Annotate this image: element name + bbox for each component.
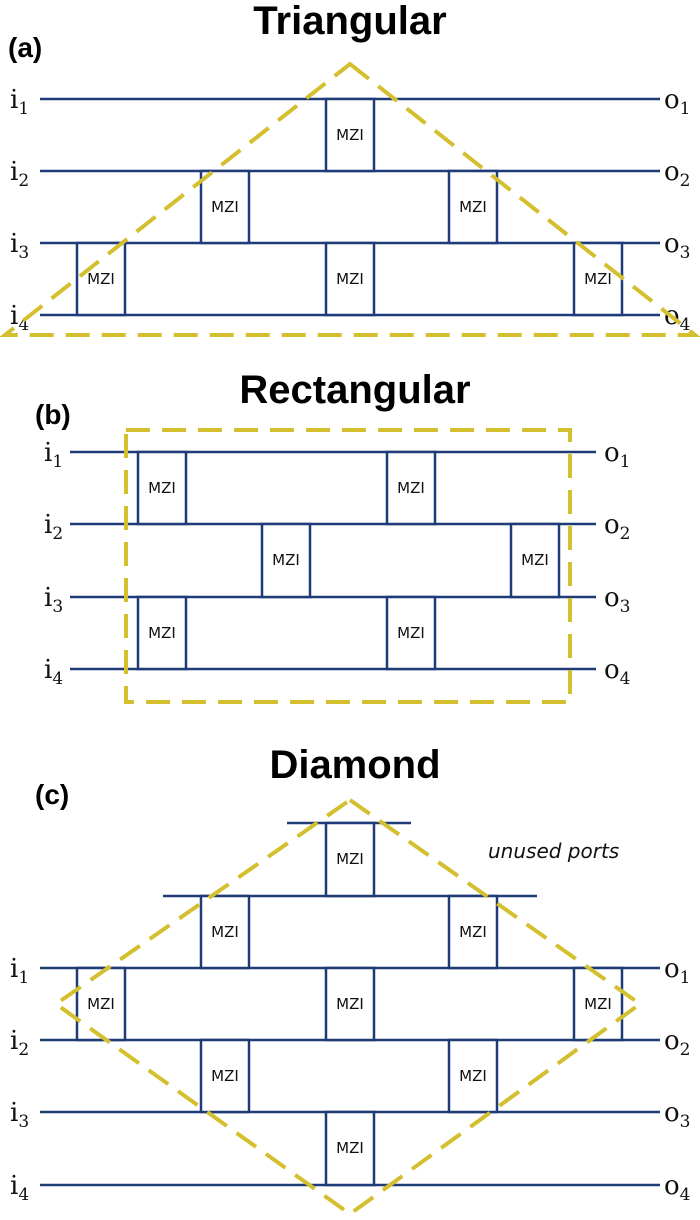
unused-ports-annotation: unused ports: [488, 839, 619, 863]
svg-text:MZI: MZI: [459, 923, 487, 941]
panel-b-label: (b): [35, 399, 71, 430]
svg-text:MZI: MZI: [211, 198, 239, 216]
input-port-1: i1: [10, 954, 29, 988]
mzi-block: MZI: [324, 966, 376, 1042]
svg-text:MZI: MZI: [459, 198, 487, 216]
output-port-1: o1: [604, 438, 630, 472]
mzi-block: MZI: [136, 450, 188, 526]
output-port-3: o3: [604, 583, 630, 617]
svg-text:MZI: MZI: [87, 995, 115, 1013]
triangular-outline: [0, 61, 700, 337]
mzi-block: MZI: [260, 522, 312, 599]
mzi-block: MZI: [447, 169, 499, 245]
output-port-3: o3: [664, 229, 690, 263]
input-port-4: i4: [44, 655, 63, 689]
input-port-4: i4: [10, 1171, 29, 1205]
input-port-3: i3: [44, 583, 63, 617]
mzi-block: MZI: [447, 1038, 499, 1114]
rectangular-outline: [124, 428, 572, 704]
input-port-2: i2: [10, 157, 29, 191]
panel-c-label: (c): [35, 779, 69, 810]
mzi-block: MZI: [572, 966, 624, 1042]
panel-diamond: Diamond (c) unused ports i1 i2 i3 i4 o1 …: [10, 743, 690, 1217]
output-port-2: o2: [664, 1026, 690, 1060]
panel-rectangular: Rectangular (b) i1 i2 i3 i4 o1 o2 o3 o4 …: [35, 368, 630, 704]
mzi-block: MZI: [447, 894, 499, 970]
mzi-block: MZI: [136, 595, 188, 671]
mzi-block: MZI: [572, 241, 624, 317]
mzi-block: MZI: [509, 522, 561, 599]
input-port-1: i1: [10, 85, 29, 119]
svg-text:MZI: MZI: [211, 1067, 239, 1085]
svg-text:MZI: MZI: [272, 551, 300, 569]
svg-text:MZI: MZI: [336, 126, 364, 144]
svg-text:MZI: MZI: [397, 624, 425, 642]
mzi-block: MZI: [385, 450, 437, 526]
mzi-block: MZI: [324, 241, 376, 317]
svg-text:MZI: MZI: [336, 270, 364, 288]
svg-text:MZI: MZI: [521, 551, 549, 569]
mzi-block: MZI: [75, 966, 127, 1042]
svg-text:MZI: MZI: [336, 1139, 364, 1157]
input-port-2: i2: [44, 510, 63, 544]
svg-text:MZI: MZI: [148, 624, 176, 642]
panel-a-title: Triangular: [253, 0, 446, 43]
output-port-4: o4: [664, 1171, 690, 1205]
panel-c-title: Diamond: [269, 743, 440, 787]
mzi-block: MZI: [324, 821, 376, 898]
svg-text:MZI: MZI: [148, 479, 176, 497]
output-port-4: o4: [604, 655, 630, 689]
panel-triangular: Triangular (a) i1 i2 i3 i4 o1 o2 o3 o4 M…: [0, 0, 700, 337]
input-port-2: i2: [10, 1026, 29, 1060]
svg-text:MZI: MZI: [336, 850, 364, 868]
svg-text:MZI: MZI: [87, 270, 115, 288]
input-port-3: i3: [10, 1098, 29, 1132]
output-port-4: o4: [664, 301, 690, 335]
mzi-block: MZI: [324, 97, 376, 173]
panel-b-title: Rectangular: [239, 368, 470, 412]
output-port-2: o2: [604, 510, 630, 544]
mzi-block: MZI: [199, 169, 251, 245]
output-port-1: o1: [664, 954, 690, 988]
mzi-block: MZI: [385, 595, 437, 671]
svg-text:MZI: MZI: [459, 1067, 487, 1085]
svg-text:MZI: MZI: [211, 923, 239, 941]
svg-text:MZI: MZI: [336, 995, 364, 1013]
input-port-3: i3: [10, 229, 29, 263]
svg-text:MZI: MZI: [584, 995, 612, 1013]
mzi-block: MZI: [199, 1038, 251, 1114]
mzi-block: MZI: [199, 894, 251, 970]
svg-text:MZI: MZI: [584, 270, 612, 288]
input-port-1: i1: [44, 438, 63, 472]
diamond-outline: [52, 797, 644, 1217]
svg-text:MZI: MZI: [397, 479, 425, 497]
panel-a-label: (a): [8, 32, 42, 63]
mzi-block: MZI: [324, 1110, 376, 1187]
output-port-2: o2: [664, 157, 690, 191]
mzi-block: MZI: [75, 241, 127, 317]
input-port-4: i4: [10, 301, 29, 335]
output-port-3: o3: [664, 1098, 690, 1132]
output-port-1: o1: [664, 85, 690, 119]
